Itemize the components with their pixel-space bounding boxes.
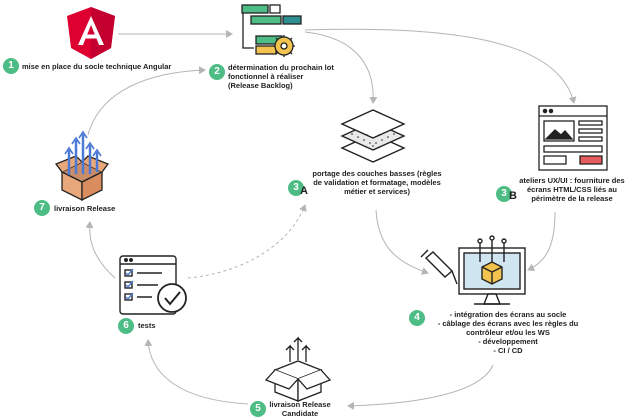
arrow-2-to-3b <box>304 28 577 104</box>
angular-logo-icon <box>67 7 115 59</box>
step-7-label: livraison Release <box>54 204 116 213</box>
step-1-badge: 1 <box>3 58 19 74</box>
step-7-badge: 7 <box>34 200 50 216</box>
arrow-3a-to-4 <box>375 209 429 275</box>
step-4-badge: 4 <box>409 310 425 326</box>
step-3a-label: portage des couches basses (règles de va… <box>312 169 442 196</box>
step-3b-badge: 3 <box>496 186 512 202</box>
layers-icon <box>340 109 406 163</box>
step-1-label: mise en place du socle technique Angular <box>22 62 172 71</box>
arrow-4-to-5 <box>347 364 494 410</box>
arrow-7-to-2 <box>87 66 206 136</box>
step-4-label: - intégration des écrans au socle - câbl… <box>437 310 579 355</box>
step-5-label: livraison Release Candidate <box>269 400 331 418</box>
open-box-icon <box>264 336 332 402</box>
step-6-label: tests <box>138 321 156 330</box>
step-5-badge: 5 <box>250 401 266 417</box>
step-2-badge: 2 <box>209 64 225 80</box>
wireframe-icon <box>538 105 608 171</box>
step-6-badge: 6 <box>118 318 134 334</box>
arrow-3b-to-4 <box>527 211 556 272</box>
step-3b-label: ateliers UX/UI : fourniture des écrans H… <box>519 176 625 203</box>
step-3a-letter: A <box>300 185 308 197</box>
checklist-icon <box>119 255 187 315</box>
connector-arrows <box>85 28 577 410</box>
arrow-6-to-7 <box>85 221 116 279</box>
arrow-5-to-6 <box>144 339 249 405</box>
arrow-2-to-3a <box>304 31 378 104</box>
release-box-icon <box>54 130 110 202</box>
backlog-gear-icon <box>241 4 302 57</box>
step-3b-letter: B <box>509 190 517 202</box>
step-2-label: détermination du prochain lot fonctionne… <box>228 63 334 90</box>
monitor-cube-icon <box>420 235 526 305</box>
arrow-6-to-3a-dashed <box>187 204 307 279</box>
step-3a-badge: 3 <box>288 180 304 196</box>
